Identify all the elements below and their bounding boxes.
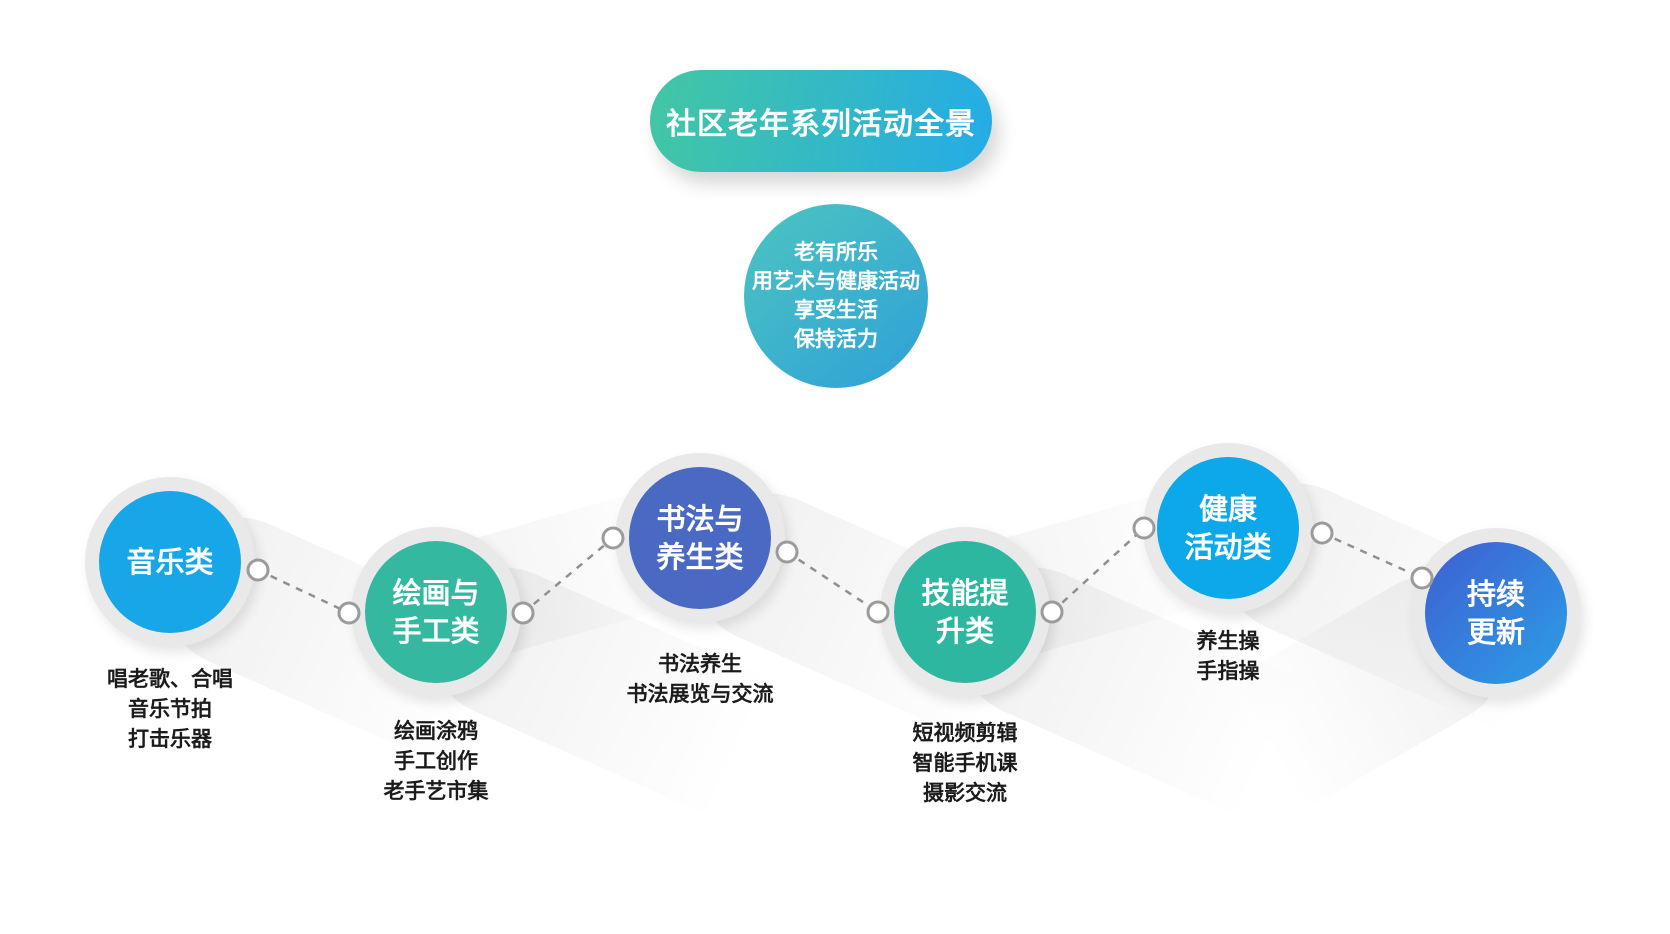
- node-circle-art-craft: 绘画与 手工类: [365, 541, 507, 683]
- intro-line: 保持活力: [794, 327, 878, 351]
- intro-line: 享受生活: [794, 298, 878, 322]
- list-item: 短视频剪辑: [912, 721, 1018, 745]
- list-item: 智能手机课: [912, 751, 1018, 775]
- list-item: 养生操: [1196, 629, 1260, 653]
- list-item: 书法展览与交流: [626, 682, 774, 706]
- node-title: 养生类: [656, 540, 744, 574]
- page-title: 社区老年系列活动全景: [666, 107, 976, 142]
- node-title: 技能提: [921, 576, 1009, 610]
- node-calligraphy-wellness: 书法与 养生类: [615, 453, 1124, 782]
- list-item: 唱老歌、合唱: [107, 667, 233, 691]
- node-title: 绘画与: [392, 576, 480, 610]
- list-item: 书法养生: [658, 652, 742, 676]
- intro-line: 用艺术与健康活动: [752, 269, 920, 293]
- node-title: 书法与: [656, 502, 744, 536]
- node-circle-skills: 技能提 升类: [894, 541, 1036, 683]
- node-title: 健康: [1198, 492, 1257, 526]
- node-title: 音乐类: [126, 545, 214, 579]
- node-health-activities: 健康 活动类: [1143, 443, 1652, 772]
- node-title: 持续: [1466, 577, 1525, 611]
- node-circle-health-activities: 健康 活动类: [1157, 457, 1299, 599]
- list-item: 绘画涂鸦: [394, 719, 478, 743]
- list-item: 音乐节拍: [128, 697, 212, 721]
- node-items-health-activities: 养生操 手指操: [1197, 626, 1260, 686]
- node-items-skills: 短视频剪辑 智能手机课 摄影交流: [913, 718, 1018, 808]
- node-art-craft: 绘画与 手工类: [351, 468, 860, 856]
- list-item: 摄影交流: [923, 781, 1007, 805]
- node-circle-ongoing-updates: 持续 更新: [1425, 542, 1567, 684]
- node-circle-music: 音乐类: [99, 491, 241, 633]
- intro-line: 老有所乐: [794, 240, 878, 264]
- list-item: 老手艺市集: [383, 779, 489, 803]
- node-music: 音乐类: [85, 477, 594, 806]
- node-title: 活动类: [1184, 530, 1272, 564]
- node-ongoing-updates: 持续 更新: [1164, 528, 1581, 848]
- node-title: 更新: [1466, 615, 1525, 649]
- node-items-calligraphy-wellness: 书法养生 书法展览与交流: [627, 649, 774, 709]
- list-item: 手指操: [1196, 659, 1260, 683]
- node-title: 升类: [935, 614, 994, 648]
- list-item: 打击乐器: [128, 727, 212, 751]
- node-items-music: 唱老歌、合唱 音乐节拍 打击乐器: [107, 664, 233, 754]
- node-items-art-craft: 绘画涂鸦 手工创作 老手艺市集: [384, 716, 489, 806]
- node-title: 手工类: [392, 614, 480, 648]
- node-circle-calligraphy-wellness: 书法与 养生类: [629, 467, 771, 609]
- title-banner: 社区老年系列活动全景: [650, 70, 992, 172]
- node-skills: 技能提 升类: [880, 468, 1389, 856]
- list-item: 手工创作: [394, 749, 478, 773]
- intro-circle: 老有所乐 用艺术与健康活动 享受生活 保持活力: [744, 204, 928, 388]
